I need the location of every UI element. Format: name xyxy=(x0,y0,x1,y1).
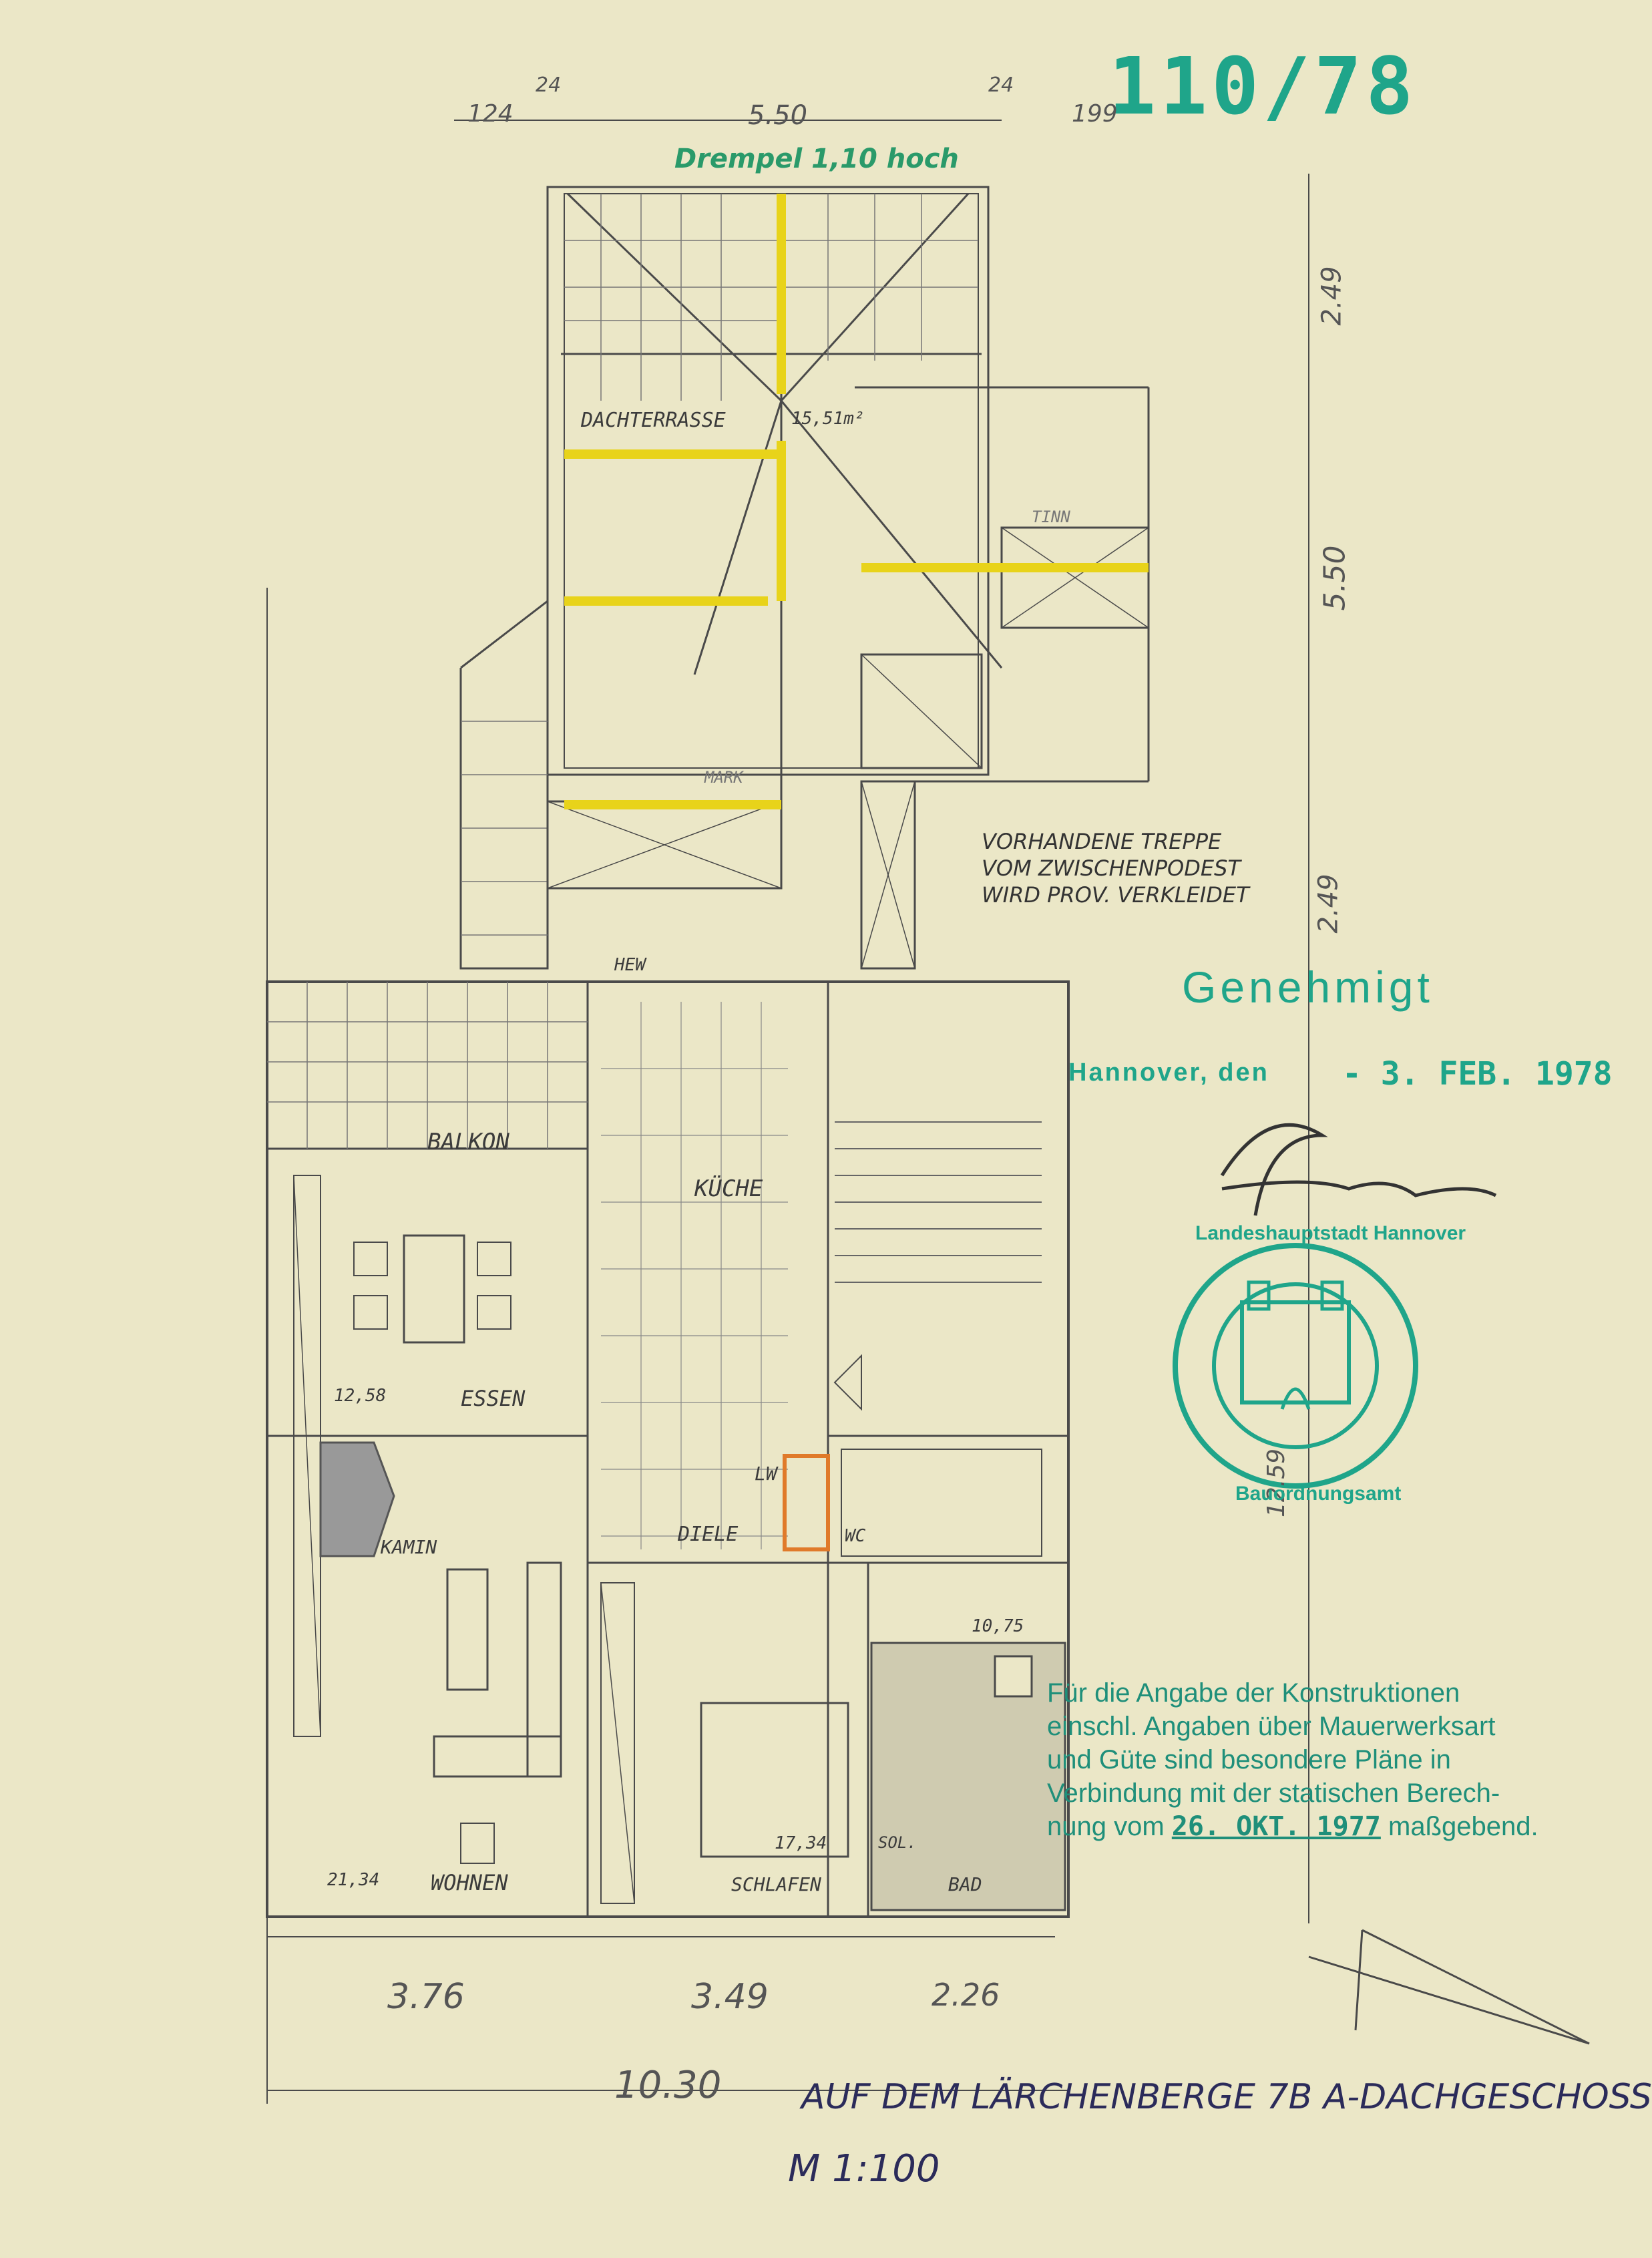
dim-right-249: 2.49 xyxy=(1316,266,1348,326)
dim-376: 3.76 xyxy=(387,1977,465,2017)
note-line-3: und Güte sind besondere Pläne in xyxy=(1047,1745,1451,1774)
approval-title: Genehmigt xyxy=(1182,962,1434,1012)
footer-scale: M 1:100 xyxy=(788,2147,940,2191)
approval-date: - 3. FEB. 1978 xyxy=(1342,1055,1613,1093)
room-sol: SOL. xyxy=(878,1833,917,1852)
room-wohnen: WOHNEN xyxy=(431,1870,508,1895)
footer-title: AUF DEM LÄRCHENBERGE 7B A-DACHGESCHOSS xyxy=(801,2077,1652,2117)
room-dachterrasse-area: 15,51m² xyxy=(791,409,865,429)
stair-note-line-1: VORHANDENE TREPPE xyxy=(982,829,1222,854)
room-hew: HEW xyxy=(614,955,646,975)
room-schlafen-area: 17,34 xyxy=(775,1833,827,1853)
dim-24-right: 24 xyxy=(988,73,1014,97)
room-essen-area: 12,58 xyxy=(334,1386,387,1406)
note-last-prefix: nung vom xyxy=(1047,1812,1165,1841)
room-wc: WC xyxy=(845,1526,866,1546)
room-tinn: TINN xyxy=(1032,508,1070,526)
construction-note: Für die Angabe der Konstruktionen einsch… xyxy=(1047,1676,1595,1843)
note-last-suffix: maßgebend. xyxy=(1388,1812,1538,1841)
note-line-5: nung vom 26. OKT. 1977 maßgebend. xyxy=(1047,1810,1595,1843)
room-balkon: BALKON xyxy=(427,1129,509,1155)
room-wohnen-area: 21,34 xyxy=(327,1870,380,1890)
seal-text-top: Landeshauptstadt Hannover xyxy=(1195,1222,1466,1244)
note-date: 26. OKT. 1977 xyxy=(1171,1811,1381,1842)
dim-199: 199 xyxy=(1072,100,1118,128)
dim-550-top: 5.50 xyxy=(748,100,808,131)
dim-124: 124 xyxy=(467,100,513,128)
seal-text-bottom: Bauordnungsamt xyxy=(1235,1483,1402,1505)
room-diele: DIELE xyxy=(678,1523,739,1546)
dim-right-249b: 2.49 xyxy=(1313,874,1344,934)
room-bad-area: 10,75 xyxy=(972,1616,1024,1636)
note-line-1: Für die Angabe der Konstruktionen xyxy=(1047,1678,1460,1708)
room-schlafen: SCHLAFEN xyxy=(731,1873,821,1895)
stair-note: VORHANDENE TREPPE VOM ZWISCHENPODEST WIR… xyxy=(982,828,1249,908)
room-dachterrasse: DACHTERRASSE xyxy=(581,409,726,432)
room-mark: MARK xyxy=(704,768,743,787)
room-kueche: KÜCHE xyxy=(694,1175,763,1202)
note-line-4: Verbindung mit der statischen Berech- xyxy=(1047,1778,1500,1808)
drempel-note: Drempel 1,10 hoch xyxy=(674,144,959,174)
file-number-stamp: 110/78 xyxy=(1108,40,1418,132)
signature xyxy=(1220,1123,1497,1216)
stair-note-line-2: VOM ZWISCHENPODEST xyxy=(982,856,1241,881)
stair-note-line-3: WIRD PROV. VERKLEIDET xyxy=(982,882,1249,908)
note-line-2: einschl. Angaben über Mauerwerksart xyxy=(1047,1712,1496,1741)
dim-1030: 10.30 xyxy=(614,2064,722,2107)
room-bad: BAD xyxy=(948,1873,982,1895)
dim-226: 2.26 xyxy=(932,1977,1000,2013)
approval-seal xyxy=(1173,1243,1418,1489)
floor-plan-drawing xyxy=(266,120,1590,2104)
approval-place: Hannover, den xyxy=(1068,1059,1269,1087)
dim-24-left: 24 xyxy=(536,73,562,97)
room-lw: LW xyxy=(755,1463,777,1485)
dim-right-550: 5.50 xyxy=(1317,545,1352,611)
dim-349: 3.49 xyxy=(691,1977,769,2017)
room-kamin: KAMIN xyxy=(381,1536,437,1558)
room-essen: ESSEN xyxy=(461,1386,526,1411)
